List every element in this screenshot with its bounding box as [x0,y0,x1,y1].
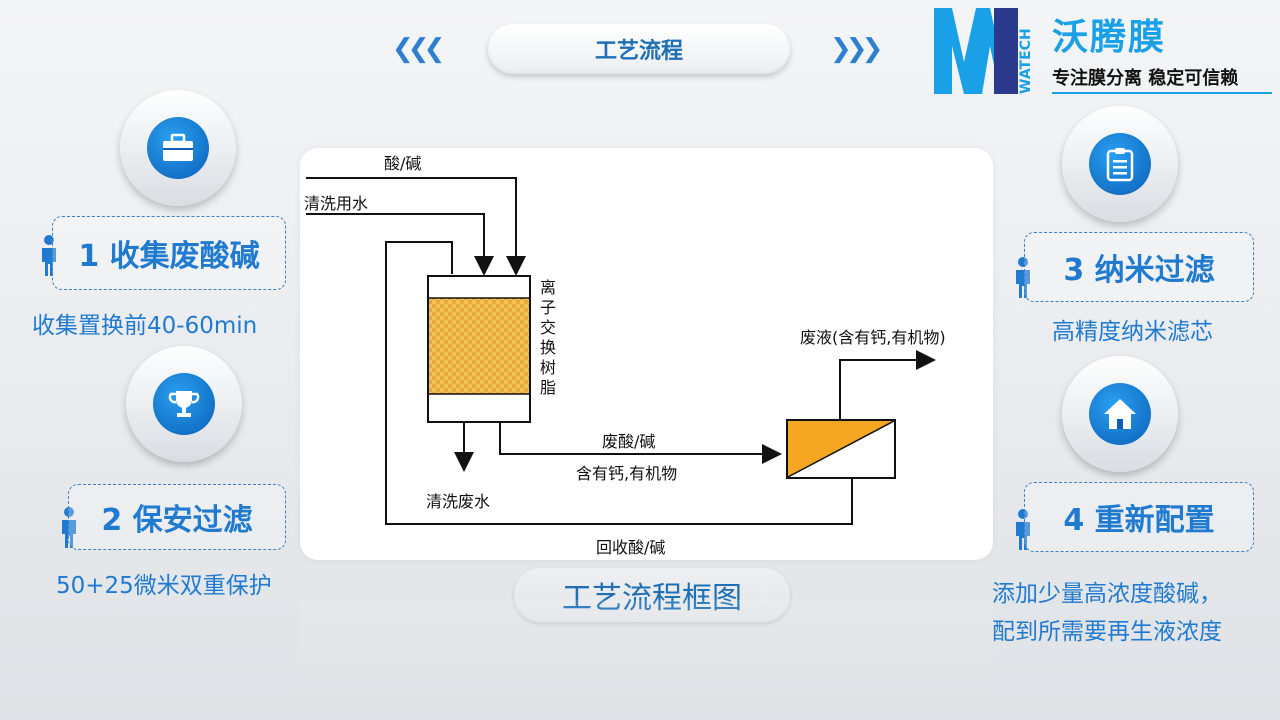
label-recycle: 回收酸/碱 [596,538,666,557]
step-2-title: 2 保安过滤 [68,484,286,550]
clipboard-icon [1089,133,1151,195]
label-acid-base: 酸/碱 [384,154,422,173]
logo-text: WATECH [1018,28,1034,94]
toolbox-icon [147,117,209,179]
label-waste-liquid: 废液(含有钙,有机物) [800,328,946,347]
brand-underline [1052,92,1272,94]
house-icon [1089,383,1151,445]
wash-water-line [306,213,494,276]
step-4-icon-circle [1062,356,1178,472]
diagram-caption: 工艺流程框图 [514,568,790,622]
label-waste-acid: 废酸/碱 [602,432,656,451]
brand-slogan: 专注膜分离 稳定可信赖 [1052,68,1239,89]
step-4-desc-2: 配到所需要再生液浓度 [992,619,1222,645]
resin-bed [429,298,529,394]
page-title: 工艺流程 [488,24,790,74]
step-2-icon-circle [126,346,242,462]
label-resin: 离 子 交 换 树 脂 [540,278,557,397]
diagram-reflection [300,600,993,710]
step-3-desc: 高精度纳米滤芯 [1052,319,1213,345]
acid-base-feed-line [306,177,526,276]
step-4-title: 4 重新配置 [1024,482,1254,552]
chevrons-right-icon: ❯❯❯ [830,34,883,64]
chevrons-left-icon: ❮❮❮ [392,34,445,64]
trophy-icon [153,373,215,435]
step-3-icon-circle [1062,106,1178,222]
step-3-title: 3 纳米过滤 [1024,232,1254,302]
brand-name: 沃腾膜 [1052,17,1167,58]
recycle-line [385,241,853,525]
waste-liquid-line [839,350,936,420]
person-icon [1012,256,1034,300]
label-contains: 含有钙,有机物 [576,464,678,483]
step-1-icon-circle [120,90,236,206]
brand-logo: WATECH [934,6,1038,96]
step-1-desc: 收集置换前40-60min [32,313,258,339]
process-diagram-panel: 酸/碱 清洗用水 离 子 交 换 树 脂 废酸/碱 含有钙,有机物 清洗废水 废… [300,148,993,560]
step-1-title: 1 收集废酸碱 [52,216,286,290]
step-4-desc: 添加少量高浓度酸碱， [992,581,1222,607]
label-wash-water: 清洗用水 [304,194,369,213]
label-wash-waste: 清洗废水 [426,492,491,511]
process-flow-diagram [306,177,936,525]
waste-acid-line [499,422,782,464]
step-2-desc: 50+25微米双重保护 [56,573,272,599]
